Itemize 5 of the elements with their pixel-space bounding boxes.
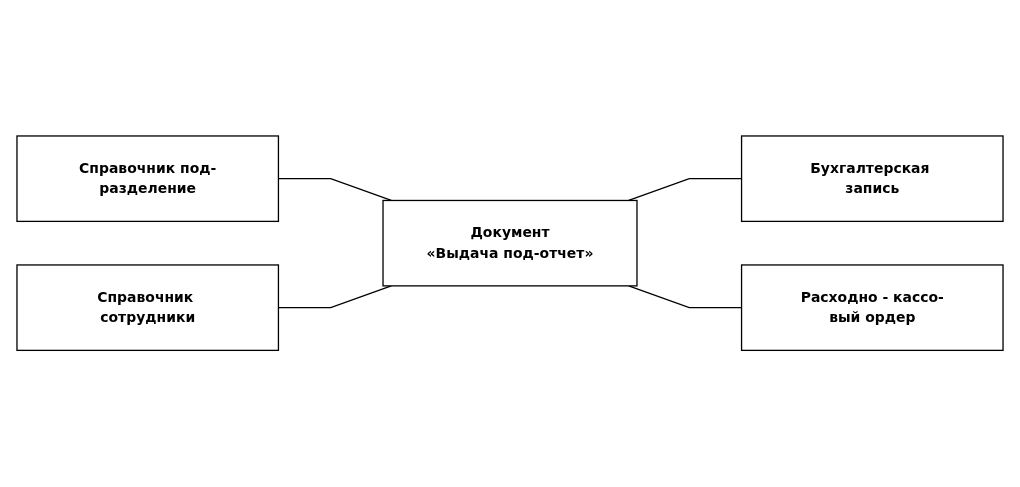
node-box: Расходно - кассо-вый ордер	[740, 264, 1004, 352]
node-box: Документ «Выдача под-отчет»	[382, 200, 638, 287]
node-box: Справочник под-разделение	[16, 135, 280, 223]
node-box: Справочник сотрудники	[16, 264, 280, 352]
node-box: Бухгалтерская запись	[740, 135, 1004, 223]
